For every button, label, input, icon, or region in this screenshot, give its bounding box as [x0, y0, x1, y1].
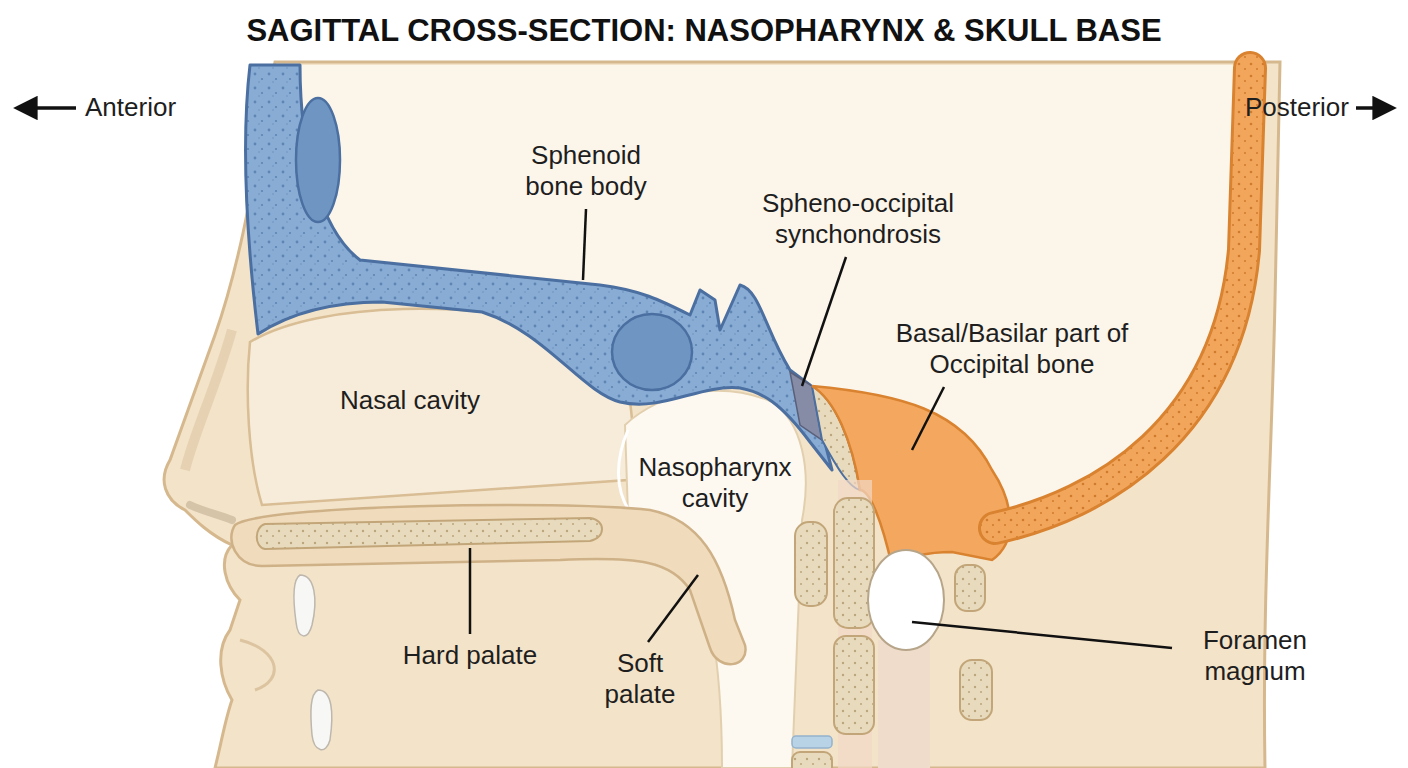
tooth — [294, 575, 315, 636]
leader-lines — [470, 209, 1172, 648]
head-tissue — [164, 62, 1280, 768]
nasal-cartilage — [185, 330, 232, 470]
hard-palate-bone — [257, 518, 602, 549]
part-label: Soft palate — [580, 648, 700, 710]
atlas-posterior-arch — [955, 565, 985, 611]
occipital-squama — [995, 68, 1250, 528]
part-label: Spheno-occipital synchondrosis — [738, 188, 978, 250]
spinal-canal — [878, 640, 930, 768]
sphenoid-bone — [245, 65, 832, 470]
part-label: Basal/Basilar part of Occipital bone — [895, 318, 1130, 380]
frontal-sinus — [296, 98, 340, 222]
tooth — [311, 690, 332, 750]
region-label: Nasal cavity — [280, 385, 540, 416]
leader-line — [648, 575, 698, 642]
vertebral-arch — [960, 660, 992, 720]
part-label: Sphenoid bone body — [506, 140, 666, 202]
part-label: Hard palate — [360, 640, 580, 671]
direction-arrow — [18, 106, 76, 110]
leader-line — [802, 257, 846, 386]
region-label: Nasopharynx cavity — [620, 452, 810, 514]
intervertebral-disc — [792, 736, 832, 748]
foramen-magnum — [868, 550, 944, 650]
lip-line — [240, 640, 274, 690]
choana-edge — [618, 430, 630, 512]
direction-label: Posterior — [1149, 92, 1349, 123]
leader-line — [583, 209, 586, 280]
leader-line — [469, 548, 472, 634]
direction-arrow — [1356, 106, 1392, 110]
vertebra — [792, 752, 832, 768]
sphenoid-sinus — [612, 314, 692, 390]
leader-line — [912, 622, 1172, 648]
part-label: Foramen magnum — [1180, 625, 1330, 687]
direction-label: Anterior — [85, 92, 285, 123]
axis-body — [834, 636, 874, 734]
atlas-anterior-arch — [795, 522, 827, 606]
occipital-squama-outline — [995, 68, 1250, 528]
diagram-title: SAGITTAL CROSS-SECTION: NASOPHARYNX & SK… — [0, 12, 1408, 49]
nostril — [190, 505, 232, 520]
leader-line — [912, 387, 944, 450]
